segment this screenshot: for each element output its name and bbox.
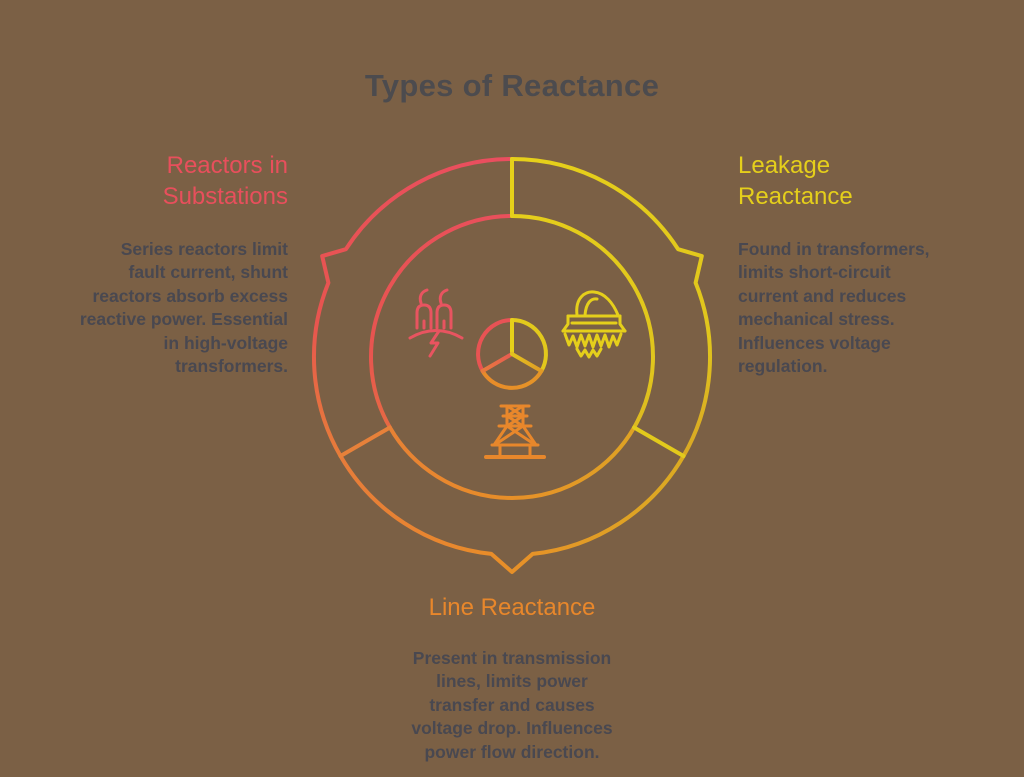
heading-line: Reactance xyxy=(738,183,853,210)
text-line: limits short-circuit xyxy=(738,262,891,283)
wheel-hub-icon xyxy=(476,318,548,390)
text-line: reactive power. Essential xyxy=(79,309,288,330)
text-line: Found in transformers, xyxy=(738,239,930,259)
text-line: fault current, shunt xyxy=(128,262,288,283)
segment-description: Series reactors limit fault current, shun… xyxy=(40,238,288,378)
inner-arc-line-segment xyxy=(387,425,637,500)
segment-heading: Line Reactance xyxy=(362,592,662,623)
segment-description: Present in transmission lines, limits pow… xyxy=(362,647,662,764)
heading-line: Leakage xyxy=(738,152,831,179)
divider-lower-right xyxy=(632,425,686,458)
segment-block-line-reactance: Line Reactance Present in transmission li… xyxy=(362,592,662,764)
page-title: Types of Reactance xyxy=(364,68,660,103)
divider-lower-left xyxy=(338,425,392,458)
text-line: power flow direction. xyxy=(424,741,600,762)
text-line: in high-voltage xyxy=(163,332,288,353)
text-line: voltage drop. Influences xyxy=(411,718,613,739)
text-line: Series reactors limit xyxy=(120,239,288,259)
text-line: reactors absorb excess xyxy=(92,285,288,306)
inner-arc-reactors-segment xyxy=(369,214,514,430)
outer-arc-line-segment xyxy=(338,454,686,574)
heading-line: Substations xyxy=(162,183,288,210)
text-line: transformers. xyxy=(175,356,288,377)
text-line: regulation. xyxy=(738,356,828,377)
heading-line: Reactors in xyxy=(166,152,288,179)
outer-arc-leakage-segment xyxy=(510,157,713,458)
text-line: lines, limits power xyxy=(436,671,588,692)
heading-line: Line Reactance xyxy=(428,594,596,621)
text-line: current and reduces xyxy=(738,285,907,306)
power-plant-icon xyxy=(408,288,464,358)
transmission-tower-icon xyxy=(484,404,546,459)
inner-arc-leakage-segment xyxy=(510,214,655,430)
segment-description: Found in transformers, limits short-circu… xyxy=(738,238,970,378)
text-line: transfer and causes xyxy=(429,694,595,715)
transformer-icon xyxy=(561,290,627,359)
segment-block-reactors-in-substations: Reactors in Substations Series reactors l… xyxy=(40,150,288,378)
text-line: Present in transmission xyxy=(412,648,612,668)
segment-heading: Reactors in Substations xyxy=(40,150,288,212)
text-line: Influences voltage xyxy=(738,332,891,353)
text-line: mechanical stress. xyxy=(738,309,895,330)
outer-arc-reactors-segment xyxy=(311,157,514,458)
